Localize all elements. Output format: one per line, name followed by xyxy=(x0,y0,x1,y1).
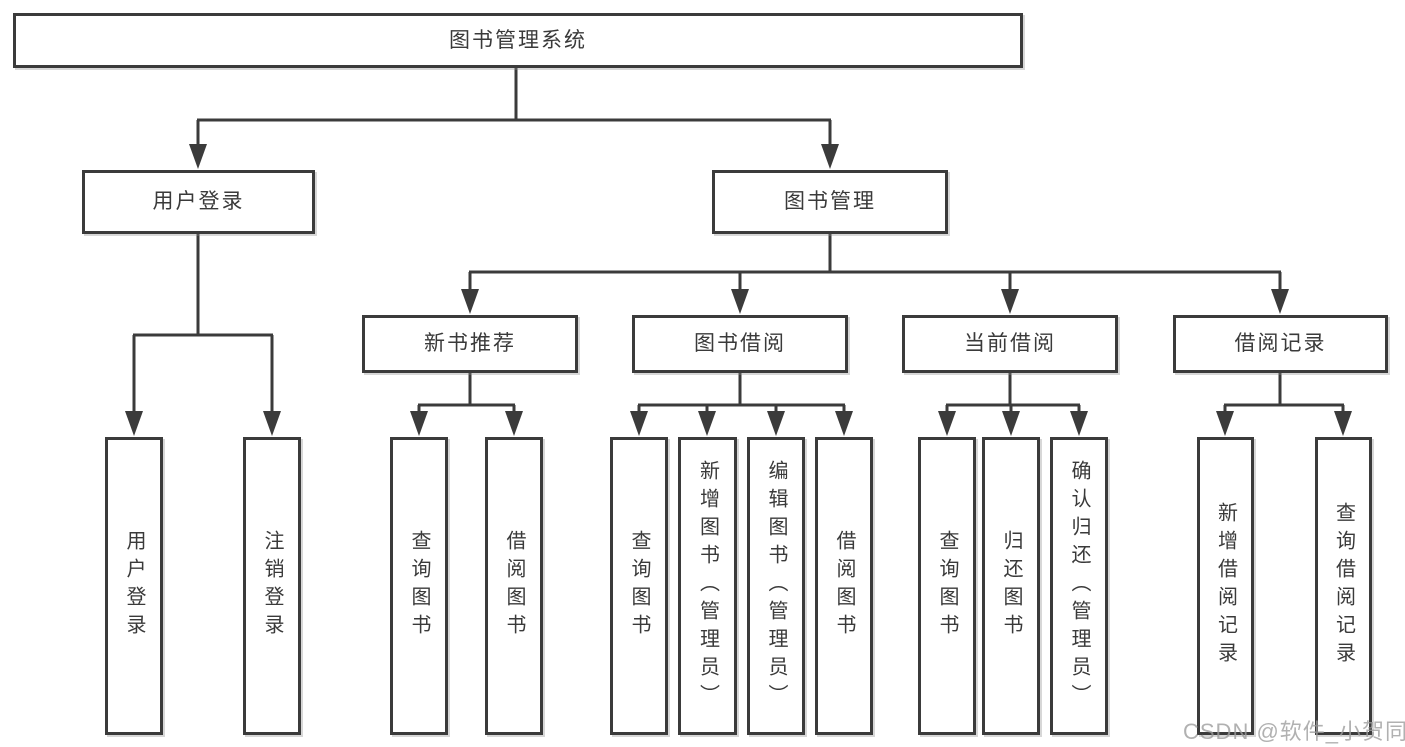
node-book-borrow: 图书借阅 xyxy=(632,315,848,373)
arrow-icon xyxy=(1001,289,1019,314)
arrow-icon xyxy=(410,411,428,436)
leaf-borrow-add-books-admin-label: 新增图书（管理员） xyxy=(696,460,719,712)
leaf-newbook-borrow-books: 借阅图书 xyxy=(485,437,543,735)
arrow-icon xyxy=(125,411,143,436)
arrow-icon xyxy=(189,144,207,169)
edge-book-borrow-to-leaves xyxy=(637,373,846,412)
node-root-label: 图书管理系统 xyxy=(449,28,587,52)
edge-user-login-to-leaves xyxy=(132,234,274,412)
leaf-borrow-add-books-admin: 新增图书（管理员） xyxy=(678,437,737,735)
leaf-records-query-record-label: 查询借阅记录 xyxy=(1332,502,1355,670)
leaf-borrow-borrow-books: 借阅图书 xyxy=(815,437,873,735)
leaf-borrow-query-books-label: 查询图书 xyxy=(628,530,650,642)
edge-current-borrow-to-leaves xyxy=(945,373,1081,412)
leaf-borrow-edit-books-admin: 编辑图书（管理员） xyxy=(747,437,805,735)
arrow-icon xyxy=(1070,411,1088,436)
leaf-user-login: 用户登录 xyxy=(105,437,163,735)
edge-new-book-to-leaves xyxy=(417,373,516,412)
node-new-book-recommend: 新书推荐 xyxy=(362,315,578,373)
edge-borrow-records-to-leaves xyxy=(1223,373,1345,412)
node-borrow-records: 借阅记录 xyxy=(1173,315,1388,373)
leaf-newbook-query-books-label: 查询图书 xyxy=(408,530,430,642)
leaf-records-add-record-label: 新增借阅记录 xyxy=(1214,502,1237,670)
leaf-current-query-books: 查询图书 xyxy=(918,437,976,735)
node-book-borrow-label: 图书借阅 xyxy=(694,332,786,356)
arrow-icon xyxy=(698,411,716,436)
arrow-icon xyxy=(505,411,523,436)
node-current-borrow: 当前借阅 xyxy=(902,315,1118,373)
arrow-icon xyxy=(1002,411,1020,436)
leaf-current-return-books-label: 归还图书 xyxy=(1000,530,1022,642)
arrow-icon xyxy=(630,411,648,436)
edge-root-to-level2 xyxy=(196,68,832,145)
leaf-user-login-label: 用户登录 xyxy=(123,530,145,642)
node-borrow-records-label: 借阅记录 xyxy=(1234,332,1327,356)
node-book-management: 图书管理 xyxy=(712,170,948,234)
arrow-icon xyxy=(767,411,785,436)
leaf-borrow-query-books: 查询图书 xyxy=(610,437,668,735)
arrowheads xyxy=(125,144,1352,436)
leaf-borrow-borrow-books-label: 借阅图书 xyxy=(833,530,855,642)
leaf-records-query-record: 查询借阅记录 xyxy=(1315,437,1372,735)
arrow-icon xyxy=(461,289,479,314)
node-user-login: 用户登录 xyxy=(82,170,315,234)
node-current-borrow-label: 当前借阅 xyxy=(964,332,1056,356)
arrow-icon xyxy=(1334,411,1352,436)
leaf-current-confirm-return-admin: 确认归还（管理员） xyxy=(1050,437,1108,735)
leaf-current-return-books: 归还图书 xyxy=(982,437,1040,735)
arrow-icon xyxy=(263,411,281,436)
leaf-current-query-books-label: 查询图书 xyxy=(936,530,958,642)
leaf-newbook-query-books: 查询图书 xyxy=(390,437,448,735)
edge-book-mgmt-to-level3 xyxy=(468,234,1282,290)
leaf-current-confirm-return-admin-label: 确认归还（管理员） xyxy=(1068,460,1090,712)
arrow-icon xyxy=(1271,289,1289,314)
arrow-icon xyxy=(821,144,839,169)
node-book-management-label: 图书管理 xyxy=(784,190,876,214)
leaf-logout: 注销登录 xyxy=(243,437,301,735)
leaf-newbook-borrow-books-label: 借阅图书 xyxy=(503,530,525,642)
node-user-login-label: 用户登录 xyxy=(152,190,245,214)
node-root: 图书管理系统 xyxy=(13,13,1023,68)
leaf-records-add-record: 新增借阅记录 xyxy=(1197,437,1254,735)
arrow-icon xyxy=(1216,411,1234,436)
csdn-watermark: CSDN @软件_小贺同学 xyxy=(1183,719,1405,744)
leaf-logout-label: 注销登录 xyxy=(261,530,283,642)
leaf-borrow-edit-books-admin-label: 编辑图书（管理员） xyxy=(765,460,787,712)
arrow-icon xyxy=(938,411,956,436)
arrow-icon xyxy=(731,289,749,314)
arrow-icon xyxy=(835,411,853,436)
node-new-book-recommend-label: 新书推荐 xyxy=(424,332,516,356)
